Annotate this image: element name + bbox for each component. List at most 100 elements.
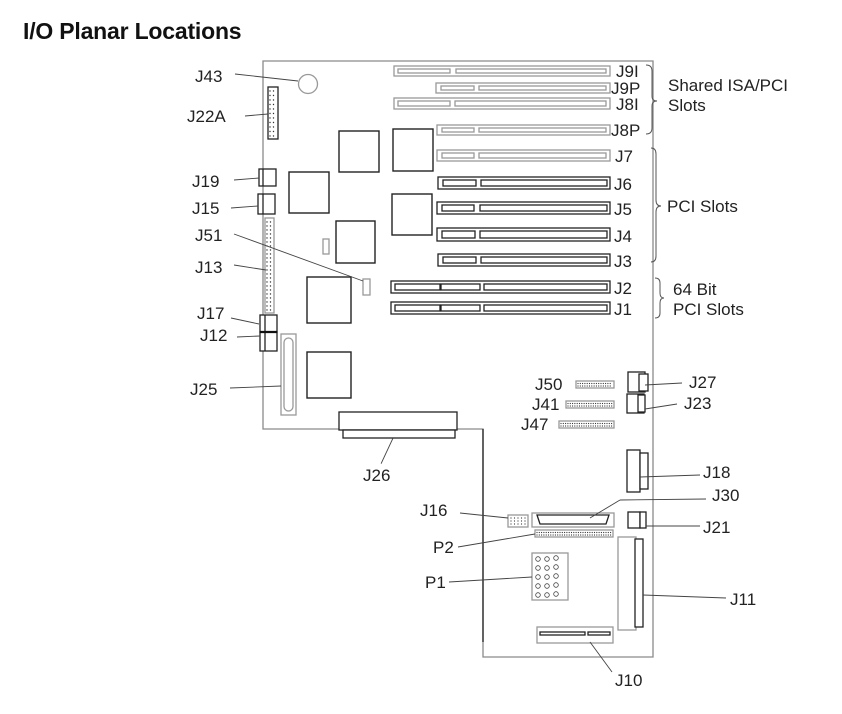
pin-dot: [266, 221, 268, 223]
pin-dot: [609, 385, 611, 387]
label-j13: J13: [195, 258, 222, 277]
label-j7: J7: [615, 147, 633, 166]
pin-dot: [269, 237, 272, 239]
pin-dot: [269, 108, 271, 110]
pin-dot: [269, 121, 271, 124]
pin-dot: [547, 531, 550, 534]
slot-contact-segment: [440, 283, 481, 291]
leader-j16: [459, 512, 509, 519]
connector-j26: [338, 411, 458, 431]
connector-j27-tab: [638, 373, 649, 392]
label-j26: J26: [363, 466, 390, 485]
pin-dot: [580, 531, 582, 534]
pin-dot: [517, 523, 519, 525]
pin-dot: [272, 135, 275, 137]
chip-6: [306, 276, 352, 324]
pin-dot: [581, 402, 583, 405]
connector-j18-body: [639, 452, 649, 490]
pin-dot: [272, 126, 275, 128]
chip-7: [306, 351, 352, 399]
pin-dot: [536, 531, 538, 534]
slot-contact-segment: [394, 283, 441, 291]
pin-dot: [269, 249, 272, 251]
label-j22a: J22A: [187, 107, 226, 126]
leader-j15: [230, 205, 259, 209]
pin-dot: [266, 297, 268, 299]
pin-dot: [575, 534, 577, 536]
pin-dot: [269, 289, 272, 291]
pin-dot: [600, 382, 602, 385]
leader-j10: [589, 641, 613, 673]
leader-j12: [236, 335, 261, 338]
pin-dot: [591, 382, 593, 385]
pin-dot: [559, 534, 561, 536]
slot-j3: J3: [437, 252, 632, 271]
pin-dot: [587, 534, 589, 536]
pin-dot: [543, 531, 545, 534]
leader-j43: [234, 73, 299, 82]
pin-dot: [599, 425, 601, 427]
pin-dot: [269, 103, 271, 106]
pin-dot: [607, 531, 609, 534]
pin-dot: [594, 425, 597, 427]
slot-contact-segment: [454, 100, 607, 107]
connector-p2: [534, 529, 614, 538]
slot-contact-segment: [479, 204, 608, 212]
pin-dot: [584, 534, 586, 536]
pin-dot: [562, 422, 564, 425]
pin-dot: [513, 517, 516, 519]
pin-dot: [272, 99, 275, 101]
label-p1: P1: [425, 573, 446, 592]
pin-dot: [272, 108, 275, 110]
slot-j9p: J9P: [435, 79, 640, 98]
pin-dot: [574, 402, 576, 405]
pin-dot: [586, 385, 588, 387]
pin-dot: [266, 281, 268, 283]
pin-dot: [571, 425, 574, 427]
small-component: [322, 238, 330, 255]
pin-dot: [595, 382, 598, 385]
pin-dot: [524, 520, 526, 522]
pin-dot: [590, 422, 592, 425]
pin-dot: [545, 531, 547, 534]
pin-dot: [611, 425, 613, 427]
connector-j10-slot-b: [587, 631, 611, 636]
pin-dot: [605, 382, 607, 385]
pin-dot: [584, 531, 586, 534]
p1-pin: [544, 556, 550, 562]
pin-dot: [588, 422, 590, 425]
label-j8p: J8P: [611, 121, 640, 140]
pin-dot: [598, 382, 600, 385]
p1-pin: [535, 583, 541, 589]
pin-dot: [602, 385, 604, 387]
pin-dot: [266, 265, 268, 267]
label-j43: J43: [195, 67, 222, 86]
pin-dot: [550, 534, 552, 536]
pin-dot: [565, 425, 567, 427]
slot-j2: J2: [390, 279, 632, 298]
pin-dot: [584, 385, 586, 387]
pin-dot: [266, 257, 268, 259]
label-j15: J15: [192, 199, 219, 218]
slot-contact-segment: [440, 85, 475, 91]
slot-contact-segment: [441, 152, 475, 159]
pin-dot: [562, 425, 564, 427]
pin-dot: [550, 531, 552, 534]
connector-j13: [264, 217, 275, 314]
slot-j7: J7: [436, 147, 633, 166]
pin-dot: [269, 112, 271, 115]
pin-dot: [520, 517, 523, 519]
pin-dot: [269, 301, 272, 303]
pin-dot: [595, 402, 597, 405]
connector-j11-area: [617, 536, 637, 631]
pin-dot: [601, 425, 604, 427]
pin-dot: [568, 531, 570, 534]
chip-1: [338, 130, 380, 173]
pin-dot: [600, 531, 603, 534]
pin-dot: [582, 531, 584, 534]
pin-dot: [266, 241, 268, 243]
connector-j25-inner: [283, 337, 294, 412]
group-label-shared-line2: Slots: [668, 96, 706, 115]
pin-dot: [605, 534, 607, 536]
